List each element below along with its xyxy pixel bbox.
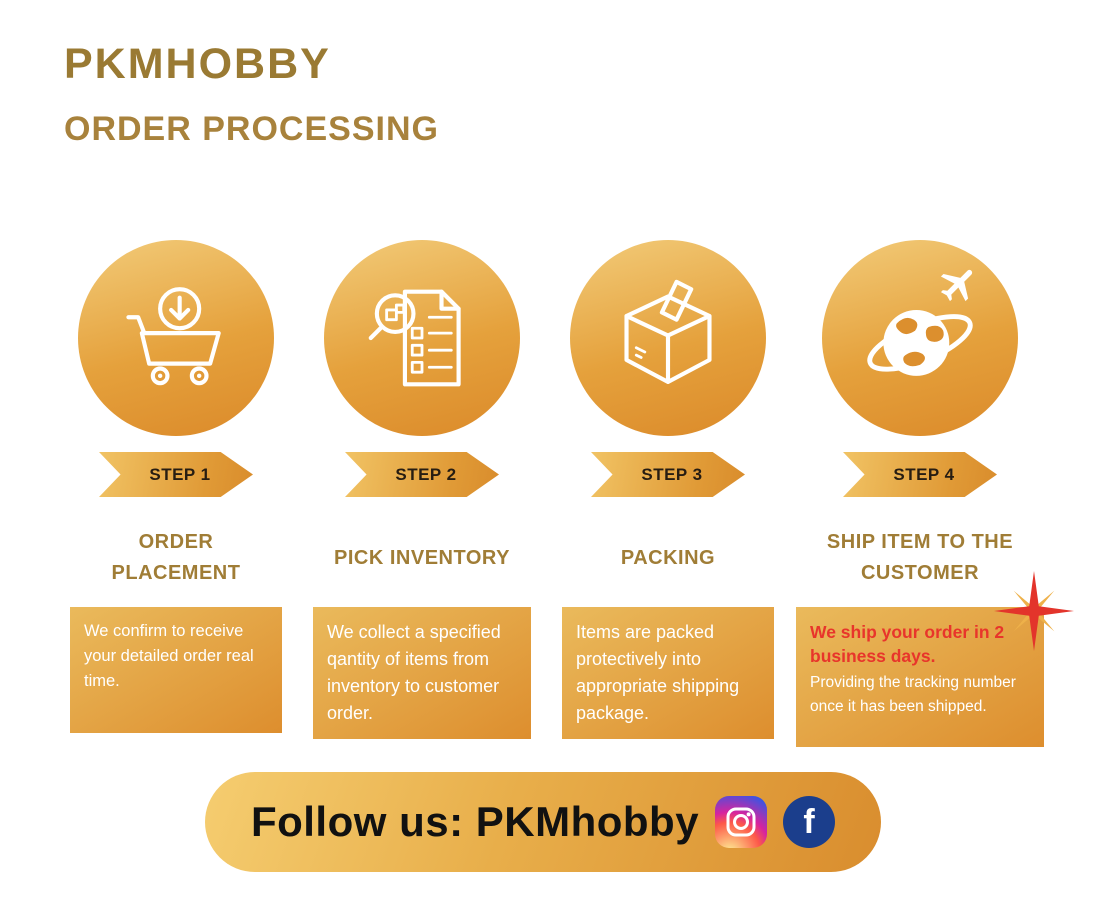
page-title: ORDER PROCESSING — [64, 110, 439, 148]
step-icon-circle — [570, 240, 766, 436]
step-title: PICK INVENTORY — [334, 546, 510, 569]
follow-text: Follow us: PKMhobby — [250, 798, 700, 845]
step-column-1: STEP 1 ORDER PLACEMENT We confirm to rec… — [58, 240, 294, 747]
step-badge-label: STEP 3 — [641, 464, 703, 484]
inventory-checklist-icon — [368, 289, 461, 387]
step-description-text: Items are packed protectively into appro… — [576, 622, 740, 723]
step-icon-circle — [822, 240, 1018, 436]
step-title: SHIP ITEM TO THE CUSTOMER — [826, 531, 1014, 584]
step-description-text: We collect a specified qantity of items … — [327, 622, 501, 723]
packing-box-icon — [624, 279, 712, 384]
step-icon-circle — [78, 240, 274, 436]
step-description-text: We confirm to receive your detailed orde… — [84, 622, 254, 690]
brand-title: PKMHOBBY — [64, 40, 331, 88]
step-badge: STEP 2 — [345, 452, 499, 497]
step-column-3: STEP 3 PACKING Items are packed protecti… — [550, 240, 786, 747]
step-description: Items are packed protectively into appro… — [562, 607, 774, 739]
step-description: We ship your order in 2 business days. P… — [796, 571, 1074, 747]
step-description-text: Providing the tracking number once it ha… — [810, 674, 1016, 715]
step-badge-label: STEP 2 — [395, 464, 457, 484]
follow-banner: Follow us: PKMhobby f — [205, 772, 881, 872]
step-badge: STEP 3 — [591, 452, 745, 497]
step-badge: STEP 4 — [843, 452, 997, 497]
step-badge: STEP 1 — [99, 452, 253, 497]
step-description: We confirm to receive your detailed orde… — [70, 607, 282, 733]
facebook-glyph: f — [803, 802, 815, 841]
step-badge-label: STEP 1 — [149, 464, 211, 484]
step-title: ORDER PLACEMENT — [111, 531, 241, 584]
step-title: PACKING — [620, 546, 716, 569]
steps-row: STEP 1 ORDER PLACEMENT We confirm to rec… — [58, 240, 1074, 747]
step-icon-circle — [324, 240, 520, 436]
step-badge-label: STEP 4 — [893, 464, 955, 484]
sparkle-star-icon — [994, 571, 1074, 651]
step-description-highlight: We ship your order in 2 business days. — [810, 622, 1005, 666]
step-column-4: STEP 4 SHIP ITEM TO THE CUSTOMER We ship… — [796, 240, 1074, 747]
facebook-icon[interactable]: f — [783, 796, 836, 848]
globe-airplane-icon — [867, 269, 973, 376]
instagram-icon[interactable] — [715, 796, 768, 848]
step-description: We collect a specified qantity of items … — [313, 607, 531, 739]
cart-download-icon — [126, 287, 221, 386]
step-column-2: STEP 2 PICK INVENTORY We collect a speci… — [304, 240, 540, 747]
